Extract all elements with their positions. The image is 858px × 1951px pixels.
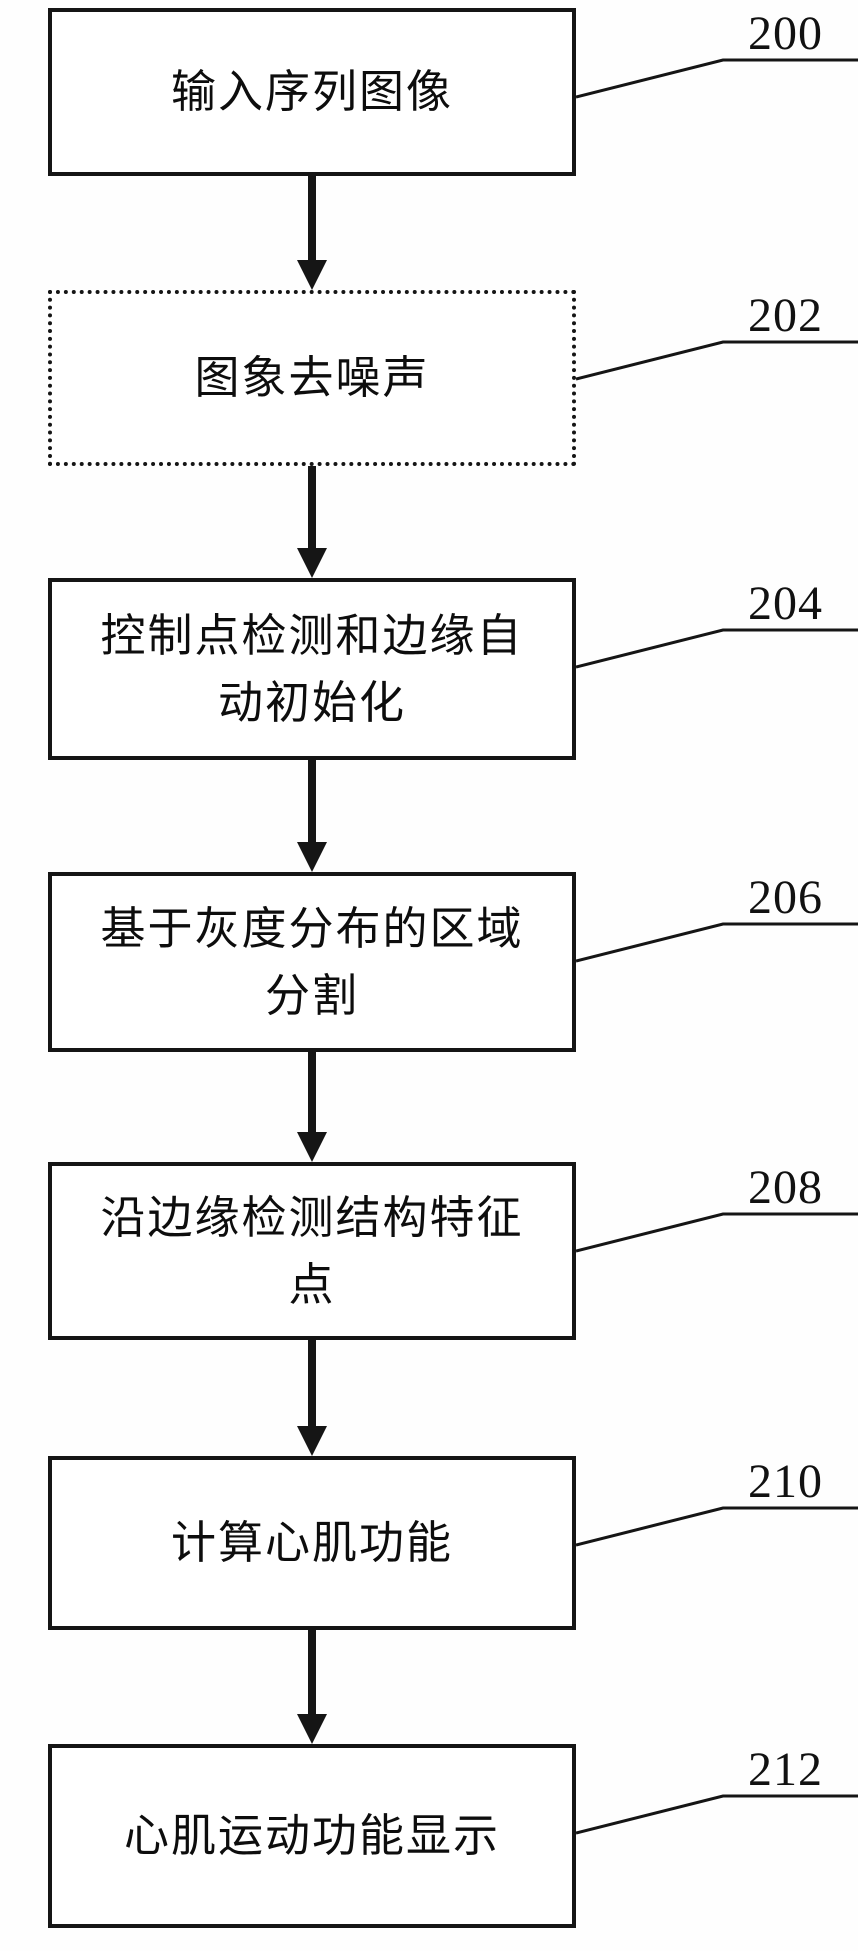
- flow-step-box: 控制点检测和边缘自动初始化: [48, 578, 576, 760]
- ref-label: 212: [748, 1743, 823, 1796]
- arrow-shaft: [308, 760, 316, 844]
- flow-step-label: 控制点检测和边缘自动初始化: [100, 609, 524, 729]
- arrow-head: [297, 1714, 327, 1744]
- ref-label: 204: [748, 577, 823, 630]
- flow-arrow-down: [297, 466, 327, 578]
- flow-step-label: 心肌运动功能显示: [123, 1810, 500, 1862]
- arrow-head: [297, 1426, 327, 1456]
- flow-step-label: 沿边缘检测结构特征点: [100, 1191, 524, 1311]
- leader-line: [576, 1506, 858, 1547]
- flow-arrow-down: [297, 1340, 327, 1456]
- arrow-head: [297, 1132, 327, 1162]
- flow-arrow-down: [297, 1052, 327, 1162]
- flow-step-label: 计算心肌功能: [170, 1517, 453, 1569]
- flow-step-box: 沿边缘检测结构特征点: [48, 1162, 576, 1340]
- leader-line: [576, 58, 858, 99]
- flow-step-label: 基于灰度分布的区域分割: [100, 902, 524, 1022]
- leader-line: [576, 340, 858, 381]
- flow-step-box: 计算心肌功能: [48, 1456, 576, 1630]
- ref-label: 202: [748, 289, 823, 342]
- flow-step-box: 心肌运动功能显示: [48, 1744, 576, 1928]
- arrow-shaft: [308, 1630, 316, 1716]
- arrow-shaft: [308, 176, 316, 262]
- flow-step-box: 图象去噪声: [48, 290, 576, 466]
- arrow-shaft: [308, 1340, 316, 1428]
- flow-step-box: 基于灰度分布的区域分割: [48, 872, 576, 1052]
- leader-line: [576, 1212, 858, 1253]
- arrow-head: [297, 260, 327, 290]
- ref-label: 206: [748, 871, 823, 924]
- arrow-shaft: [308, 466, 316, 550]
- flow-arrow-down: [297, 760, 327, 872]
- arrow-head: [297, 842, 327, 872]
- arrow-shaft: [308, 1052, 316, 1134]
- ref-label: 200: [748, 7, 823, 60]
- arrow-head: [297, 548, 327, 578]
- leader-line: [576, 922, 858, 963]
- flow-arrow-down: [297, 1630, 327, 1744]
- flow-step-label: 输入序列图像: [170, 66, 453, 118]
- flow-step-box: 输入序列图像: [48, 8, 576, 176]
- leader-line: [576, 628, 858, 669]
- ref-label: 208: [748, 1161, 823, 1214]
- leader-line: [576, 1794, 858, 1835]
- flow-arrow-down: [297, 176, 327, 290]
- ref-label: 210: [748, 1455, 823, 1508]
- flow-step-label: 图象去噪声: [194, 352, 430, 404]
